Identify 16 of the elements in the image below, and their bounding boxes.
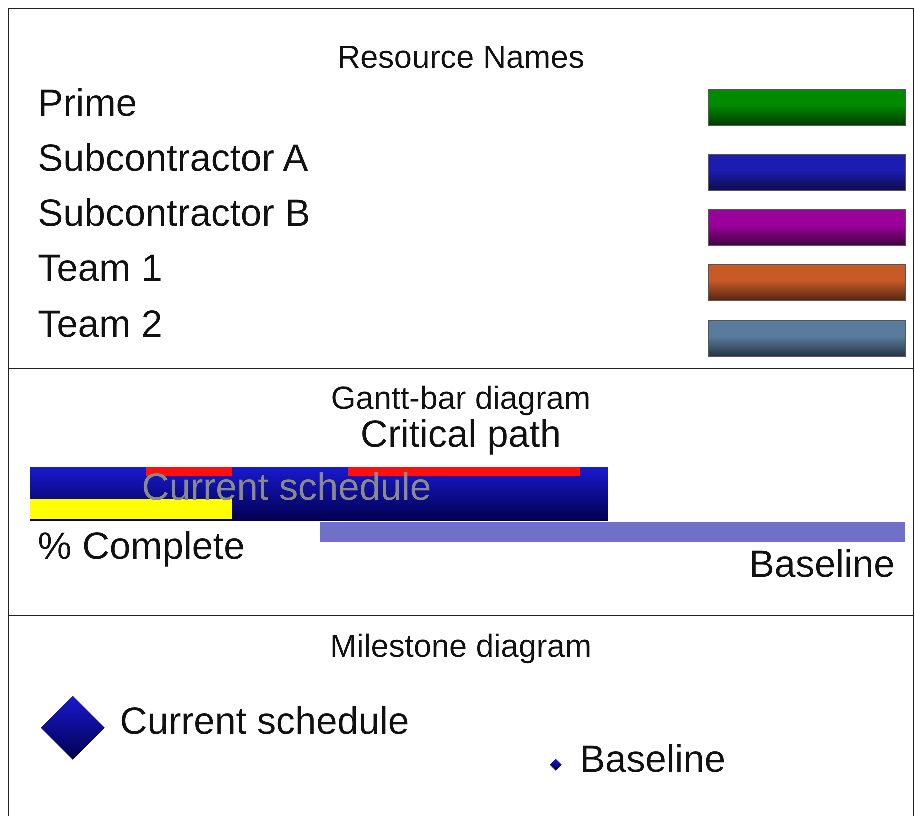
section-panel — [8, 368, 914, 615]
legend-label: Subcontractor B — [38, 192, 310, 238]
legend-label: Team 1 — [38, 247, 163, 292]
legend-label: Team 2 — [38, 303, 163, 348]
legend-label: Prime — [38, 82, 138, 128]
bar-label: Current schedule — [142, 466, 432, 512]
section-heading: Milestone diagram — [329, 626, 593, 666]
bar-label: % Complete — [38, 525, 245, 570]
legend-label: Baseline — [580, 738, 726, 784]
legend-label: Current schedule — [120, 700, 410, 746]
section-panel — [8, 615, 914, 816]
section-heading: Resource Names — [336, 38, 586, 76]
section-heading: Gantt-bar diagram — [330, 378, 592, 418]
legend-label: Subcontractor A — [38, 137, 308, 182]
bar-label: Baseline — [749, 543, 895, 588]
section-panel — [8, 8, 914, 368]
